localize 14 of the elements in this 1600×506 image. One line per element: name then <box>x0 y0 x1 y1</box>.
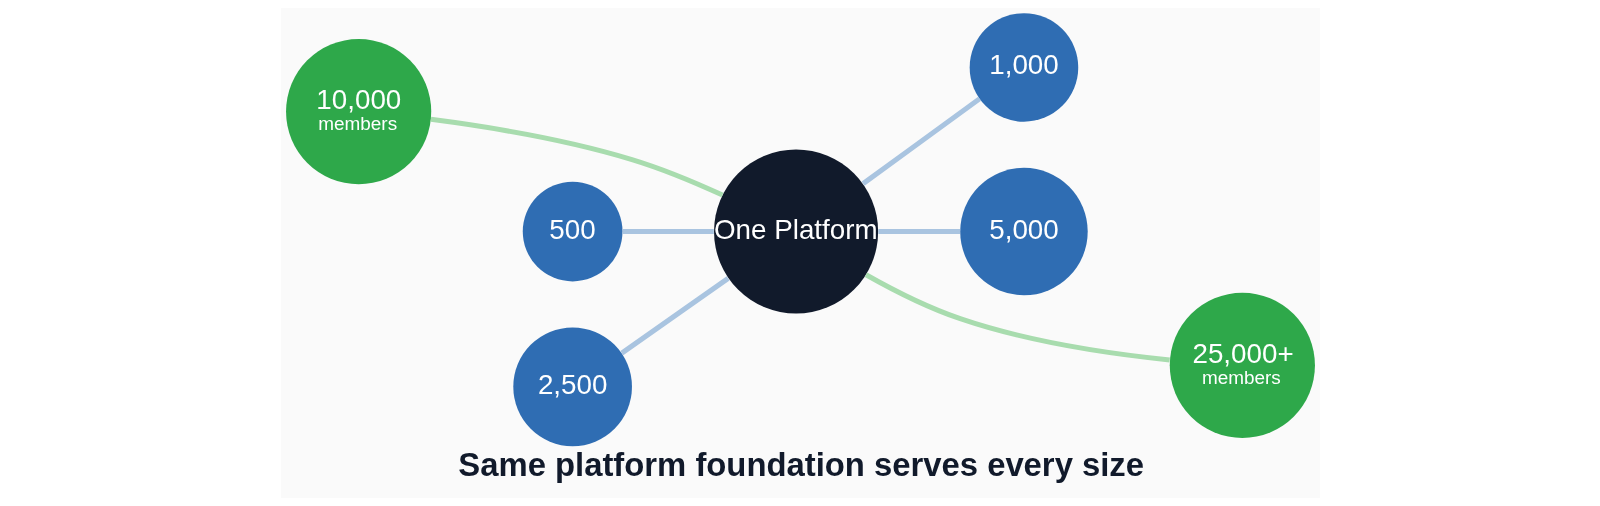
caption: Same platform foundation serves every size <box>457 446 1144 484</box>
node-circle: One Platform <box>713 149 878 314</box>
node-circle: 25,000+ members <box>1169 292 1315 438</box>
node-circle: 2,500 <box>512 327 632 447</box>
node-circle: 5,000 <box>959 167 1088 296</box>
node-circle: 500 <box>522 181 622 282</box>
connector <box>864 272 1170 363</box>
node-circle: 10,000 members <box>285 39 431 185</box>
connector <box>622 229 714 235</box>
connector <box>877 229 960 235</box>
connector <box>861 96 981 186</box>
node-circle: 1,000 <box>969 13 1078 122</box>
connector <box>430 116 724 198</box>
connector <box>619 276 730 356</box>
